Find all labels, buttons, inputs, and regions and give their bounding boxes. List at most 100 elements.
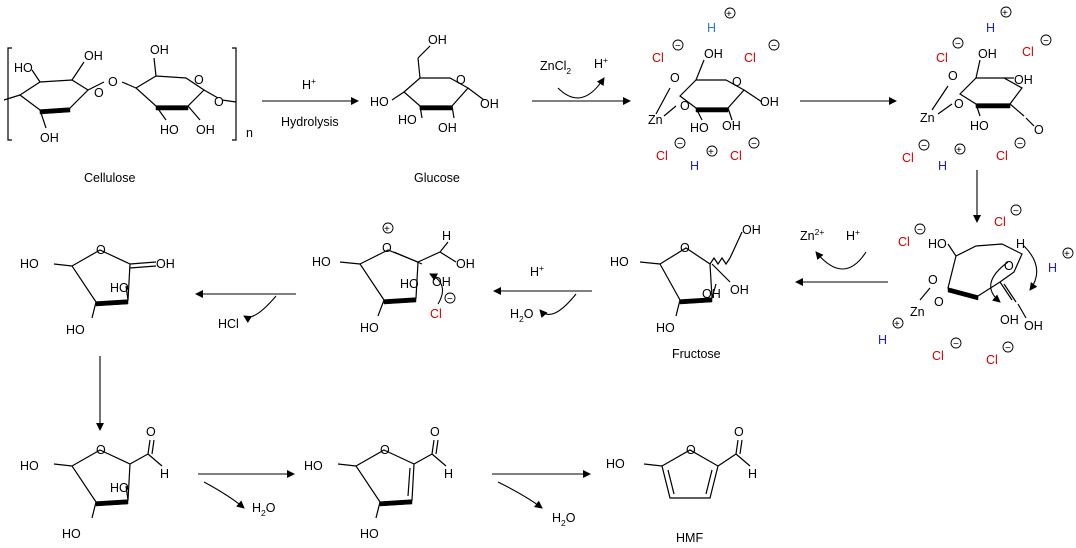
fructose-structure: O HO OH OH OH HO: [610, 223, 761, 335]
svg-text:H: H: [160, 467, 169, 481]
curved-arrow-h2o-release-3: [497, 481, 543, 509]
svg-text:OH: OH: [722, 119, 741, 133]
svg-text:−: −: [921, 141, 927, 152]
svg-text:O: O: [456, 73, 466, 87]
svg-text:O: O: [108, 75, 118, 89]
svg-text:HO: HO: [360, 321, 379, 335]
svg-text:−: −: [771, 41, 777, 52]
chloride-ion: Cl: [652, 51, 664, 65]
fructose-label: Fructose: [672, 347, 721, 361]
proton: H: [938, 159, 947, 173]
svg-text:HO: HO: [360, 527, 379, 541]
svg-text:−: −: [953, 339, 959, 350]
svg-text:HO: HO: [370, 95, 389, 109]
condition-zncl2: ZnCl2: [540, 59, 571, 76]
svg-text:+: +: [956, 145, 962, 156]
polymer-repeat-n: n: [246, 126, 253, 140]
svg-text:+: +: [726, 9, 732, 20]
proton: H: [986, 21, 995, 35]
svg-text:OH: OH: [730, 283, 749, 297]
hmf-structure: O HO O H: [606, 425, 757, 499]
svg-text:+: +: [1064, 249, 1070, 260]
curved-arrow-h2o-release-1: [539, 293, 577, 318]
svg-text:HO: HO: [606, 457, 625, 471]
svg-text:OH: OH: [760, 95, 779, 109]
chloride-ion: Cl: [994, 215, 1006, 229]
hmf-label: HMF: [676, 531, 703, 545]
zn-glucose-complex-2: OH OH O O Zn HO O: [920, 47, 1044, 137]
ion-cloud-complex-2: Cl − H + Cl − Cl − H + Cl −: [902, 6, 1052, 173]
svg-text:−: −: [1043, 36, 1049, 47]
svg-text:HO: HO: [110, 281, 129, 295]
condition-h-plus-dehydration: H+: [530, 263, 544, 279]
chloride-ion: Cl: [902, 151, 914, 165]
proton: H: [690, 159, 699, 173]
svg-text:HO: HO: [400, 277, 419, 291]
svg-text:O: O: [734, 425, 744, 439]
condition-h-plus-released: H+: [594, 55, 608, 71]
glucose-label: Glucose: [414, 171, 460, 185]
svg-text:O: O: [686, 443, 696, 457]
svg-text:HO: HO: [20, 459, 39, 473]
svg-text:O: O: [194, 73, 204, 87]
svg-text:O: O: [954, 97, 964, 111]
svg-text:OH: OH: [978, 47, 997, 61]
svg-text:O: O: [948, 69, 958, 83]
chloride-ion: Cl: [744, 51, 756, 65]
svg-text:−: −: [1005, 343, 1011, 354]
svg-text:HO: HO: [110, 481, 129, 495]
svg-text:OH: OH: [150, 43, 169, 57]
curved-arrow-h2o-release-2: [203, 481, 245, 509]
chloride-ion: Cl: [932, 349, 944, 363]
svg-text:OH: OH: [40, 131, 59, 145]
svg-text:OH: OH: [1014, 73, 1033, 87]
svg-text:O: O: [94, 86, 104, 100]
ion-cloud-complex-3: Cl − Cl − H + H + Cl − Cl −: [878, 204, 1074, 367]
svg-text:H: H: [444, 467, 453, 481]
svg-text:OH: OH: [1000, 313, 1019, 327]
chloride-ion: Cl: [430, 307, 442, 321]
condition-h2o-loss-3: H2O: [552, 511, 576, 528]
svg-text:OH: OH: [196, 123, 215, 137]
svg-text:Zn: Zn: [648, 113, 663, 127]
svg-text:HO: HO: [398, 113, 417, 127]
enol-intermediate: O HO OH HO HO: [20, 243, 175, 337]
condition-h2o-loss-2: H2O: [252, 501, 276, 518]
svg-text:−: −: [1017, 139, 1023, 150]
ion-cloud-complex-1: Cl − H + Cl − Cl − H + Cl −: [652, 7, 780, 173]
svg-text:OH: OH: [84, 49, 103, 63]
svg-text:H: H: [1016, 237, 1025, 251]
svg-text:+: +: [708, 147, 714, 158]
svg-text:−: −: [447, 294, 453, 305]
svg-text:OH: OH: [1024, 319, 1043, 333]
condition-h-plus-hydrolysis: H+: [302, 76, 316, 92]
svg-text:−: −: [675, 41, 681, 52]
svg-text:HO: HO: [970, 119, 989, 133]
chloride-ion: Cl: [936, 51, 948, 65]
svg-text:OH: OH: [742, 223, 761, 237]
polymer-bracket-left: [7, 47, 12, 141]
proton: H: [878, 333, 887, 347]
svg-text:O: O: [96, 443, 106, 457]
svg-text:+: +: [384, 224, 390, 235]
svg-text:O: O: [680, 99, 690, 113]
svg-text:HO: HO: [62, 527, 81, 541]
svg-text:+: +: [1002, 8, 1008, 19]
svg-text:O: O: [1034, 123, 1044, 137]
condition-h2o-loss-1: H2O: [510, 307, 534, 324]
svg-text:−: −: [677, 139, 683, 150]
svg-text:O: O: [928, 273, 938, 287]
svg-text:O: O: [934, 295, 944, 309]
svg-text:HO: HO: [656, 321, 675, 335]
proton: H: [1048, 261, 1057, 275]
curved-arrow-zn-release: [815, 251, 867, 270]
cellulose-structure: n HO OH OH O O OH O HO OH O: [3, 43, 253, 145]
svg-text:+: +: [894, 319, 900, 330]
svg-text:−: −: [751, 139, 757, 150]
svg-text:OH: OH: [456, 257, 475, 271]
svg-text:O: O: [382, 241, 392, 255]
dihydrofuran-intermediate: O HO O H HO: [304, 425, 453, 541]
svg-text:HO: HO: [20, 257, 39, 271]
svg-text:Zn: Zn: [920, 111, 935, 125]
